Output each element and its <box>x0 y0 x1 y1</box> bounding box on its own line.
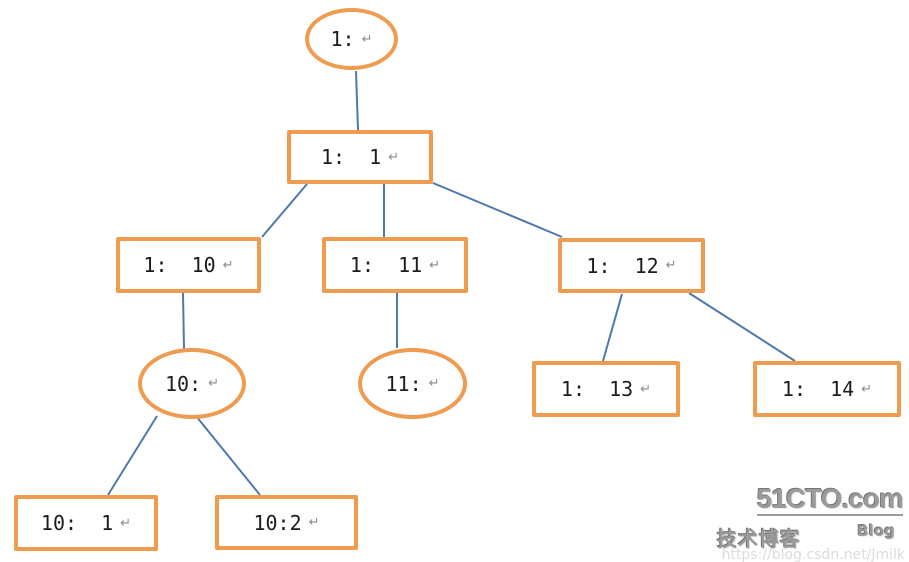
tree-node-label: 10: <box>164 371 202 396</box>
watermark-blog-badge: Blog <box>857 522 895 540</box>
watermark: https://blog.csdn.net/Jmilk 51CTO.com 技术… <box>695 484 905 562</box>
connector-n1-12-to-n1-14 <box>688 292 796 362</box>
tree-node-n1-12: 1: 12 ↵ <box>558 238 705 293</box>
paragraph-return-icon: ↵ <box>429 257 441 273</box>
tree-node-label: 1: 13 <box>560 377 634 401</box>
tree-node-label: 10:2 <box>253 510 302 535</box>
connector-n1-1-to-n1-12 <box>432 182 563 238</box>
tree-node-n10-2: 10:2 ↵ <box>215 495 358 550</box>
tree-node-e10: 10: ↵ <box>138 348 246 419</box>
paragraph-return-icon: ↵ <box>208 376 220 391</box>
paragraph-return-icon: ↵ <box>388 149 400 165</box>
paragraph-return-icon: ↵ <box>308 515 320 530</box>
watermark-brand-logo: 51CTO.com <box>756 484 904 517</box>
tree-node-label: 1: <box>330 27 355 51</box>
connector-n1-1-to-n1-10 <box>261 183 308 238</box>
tree-node-e11: 11: ↵ <box>358 348 467 419</box>
watermark-subtitle: 技术博客 <box>717 527 801 551</box>
tree-node-label: 10: 1 <box>40 511 114 535</box>
tree-node-n1-14: 1: 14 ↵ <box>753 361 901 417</box>
paragraph-return-icon: ↵ <box>665 258 677 273</box>
paragraph-return-icon: ↵ <box>222 257 234 273</box>
connector-root-to-n1-1 <box>355 70 359 131</box>
tree-node-n1-10: 1: 10 ↵ <box>116 237 261 293</box>
tree-node-label: 1: 12 <box>586 253 659 278</box>
paragraph-return-icon: ↵ <box>428 376 440 391</box>
connector-e10-to-n10-1 <box>107 415 158 496</box>
tree-node-label: 1: 11 <box>349 253 423 277</box>
connector-e10-to-n10-2 <box>195 415 261 496</box>
watermark-url: https://blog.csdn.net/Jmilk <box>721 547 905 562</box>
connector-n1-12-to-n1-13 <box>602 293 623 362</box>
tree-node-label: 1: 14 <box>781 377 855 401</box>
tree-node-n1-11: 1: 11 ↵ <box>322 237 468 293</box>
tree-node-label: 1: 1 <box>320 145 382 169</box>
paragraph-return-icon: ↵ <box>361 31 373 47</box>
connector-n1-10-to-e10 <box>182 292 185 350</box>
paragraph-return-icon: ↵ <box>861 381 873 397</box>
tree-node-n10-1: 10: 1 ↵ <box>14 495 158 551</box>
tree-node-n1-1: 1: 1 ↵ <box>287 130 433 184</box>
paragraph-return-icon: ↵ <box>640 381 652 397</box>
tree-node-n1-13: 1: 13 ↵ <box>532 361 680 417</box>
tree-node-label: 1: 10 <box>143 253 216 277</box>
paragraph-return-icon: ↵ <box>120 515 132 531</box>
tree-node-label: 11: <box>385 371 422 396</box>
tree-node-root: 1: ↵ <box>305 8 398 70</box>
